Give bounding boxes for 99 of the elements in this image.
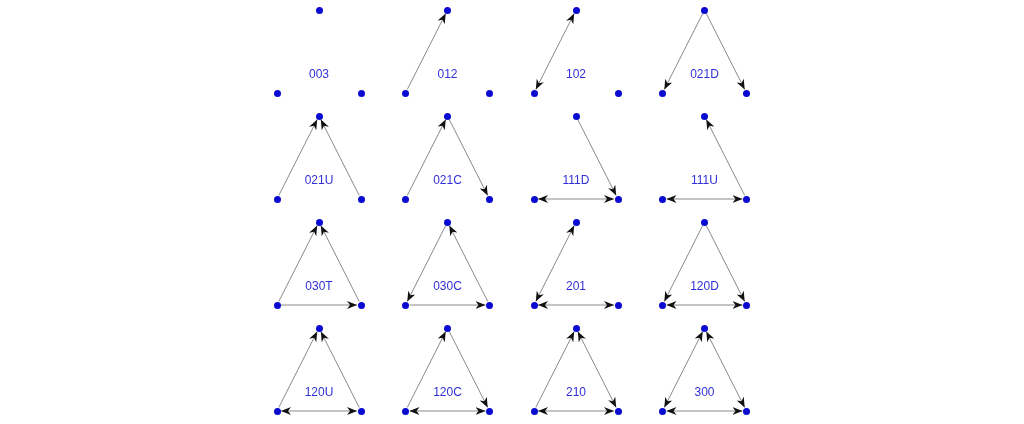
vertex-dot — [614, 195, 622, 203]
arrow — [320, 225, 360, 302]
vertex-dot — [743, 407, 750, 415]
vertex-dot — [572, 218, 580, 226]
arrow — [278, 119, 318, 196]
arrow — [705, 331, 746, 408]
arrow — [537, 195, 615, 203]
arrow — [280, 301, 358, 309]
vertex-dot — [486, 195, 493, 203]
arrow — [666, 407, 743, 415]
triad-label: 012 — [437, 67, 458, 81]
triad-label: 300 — [694, 385, 715, 399]
vertex-dot — [273, 195, 281, 203]
triad-label: 030C — [433, 279, 462, 293]
triad-label: 003 — [309, 67, 329, 81]
vertex-dot — [444, 112, 451, 120]
arrow — [406, 331, 447, 408]
triad-label: 210 — [566, 385, 586, 399]
arrow — [280, 407, 358, 415]
vertex-dot — [530, 301, 538, 309]
arrow — [406, 225, 447, 302]
arrow — [537, 301, 615, 309]
vertex-dot — [530, 407, 538, 415]
vertex-dot — [273, 407, 281, 415]
vertex-dot — [743, 195, 750, 203]
arrow — [663, 225, 704, 302]
triad-label: 021C — [433, 173, 462, 187]
vertex-dot — [701, 324, 708, 332]
arrow — [705, 225, 746, 302]
arrow — [406, 13, 447, 90]
arrow — [535, 331, 575, 408]
arrow — [577, 119, 617, 196]
vertex-dot — [701, 6, 708, 14]
vertex-dot — [357, 407, 365, 415]
vertex-dot — [659, 195, 666, 203]
vertex-dot — [402, 407, 409, 415]
vertex-dot — [315, 324, 323, 332]
vertex-dot — [530, 89, 538, 97]
arrow — [663, 13, 704, 90]
vertex-dot — [402, 301, 409, 309]
vertex-dot — [444, 6, 451, 14]
vertex-dot — [614, 89, 622, 97]
arrow — [448, 331, 489, 408]
vertex-dot — [614, 301, 622, 309]
arrow — [535, 225, 575, 302]
vertex-dot — [444, 218, 451, 226]
vertex-dot — [315, 6, 323, 14]
vertex-dot — [659, 89, 666, 97]
arrow — [448, 119, 489, 196]
arrow — [666, 195, 743, 203]
triad-label: 030T — [305, 279, 333, 293]
vertex-dot — [357, 195, 365, 203]
triad-label: 201 — [566, 279, 586, 293]
vertex-dot — [659, 407, 666, 415]
triad-label: 021U — [304, 173, 334, 187]
vertex-dot — [743, 301, 750, 309]
arrow — [320, 119, 360, 196]
arrow — [663, 331, 704, 408]
vertex-dot — [357, 301, 365, 309]
arrow — [577, 331, 617, 408]
vertex-dot — [614, 407, 622, 415]
vertex-dot — [444, 324, 451, 332]
vertex-dot — [402, 195, 409, 203]
vertex-dot — [486, 89, 493, 97]
arrow — [535, 13, 575, 90]
arrow — [406, 119, 447, 196]
arrow — [320, 331, 360, 408]
arrow — [409, 407, 486, 415]
vertex-dot — [743, 89, 750, 97]
vertex-dot — [486, 407, 493, 415]
vertex-dot — [486, 301, 493, 309]
vertex-dot — [659, 301, 666, 309]
arrow — [278, 225, 318, 302]
triad-label: 120D — [690, 279, 719, 293]
arrow — [278, 331, 318, 408]
vertex-dot — [273, 89, 281, 97]
vertex-dot — [315, 112, 323, 120]
vertex-dot — [572, 324, 580, 332]
triad-label: 120U — [304, 385, 334, 399]
vertex-dot — [701, 112, 708, 120]
vertex-dot — [357, 89, 365, 97]
vertex-dot — [530, 195, 538, 203]
vertex-dot — [402, 89, 409, 97]
triad-label: 102 — [566, 67, 586, 81]
arrow — [448, 225, 489, 302]
triad-label: 120C — [433, 385, 462, 399]
vertex-dot — [701, 218, 708, 226]
arrow — [705, 13, 746, 90]
arrow — [537, 407, 615, 415]
arrow — [705, 119, 746, 196]
triad-label: 111D — [562, 173, 590, 187]
triad-label: 111U — [691, 173, 718, 187]
arrow — [409, 301, 486, 309]
vertex-dot — [572, 112, 580, 120]
triad-label: 021D — [690, 67, 719, 81]
arrow — [666, 301, 743, 309]
vertex-dot — [572, 6, 580, 14]
vertex-dot — [273, 301, 281, 309]
vertex-dot — [315, 218, 323, 226]
